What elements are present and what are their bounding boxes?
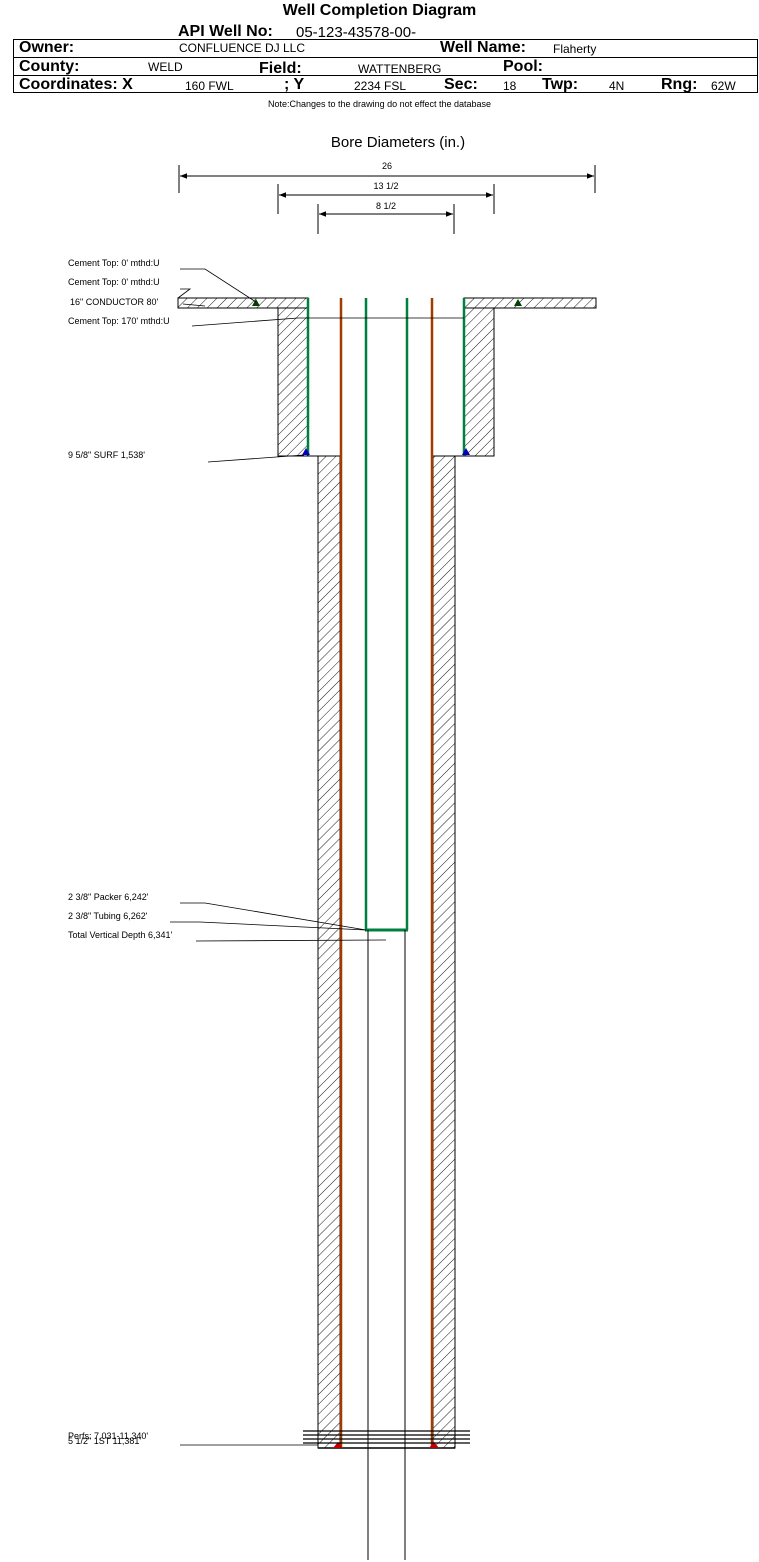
production-cement <box>278 455 494 1449</box>
cement-top-label: Cement Top: 170' mthd:U <box>68 316 170 326</box>
perforations <box>303 1430 470 1444</box>
field-label: Field: <box>259 60 302 77</box>
bore-label-8-1-2: 8 1/2 <box>376 201 396 211</box>
bore-diameters-title: Bore Diameters (in.) <box>330 134 466 151</box>
header-table <box>13 39 758 93</box>
owner-label: Owner: <box>19 39 75 56</box>
api-value: 05-123-43578-00- <box>296 24 417 41</box>
bore-dimension-26: 26 <box>178 161 596 193</box>
production-casing-label: 5 1/2" 1ST 11,381' <box>68 1436 141 1446</box>
rng-label: Rng: <box>661 76 698 93</box>
bore-label-26: 26 <box>382 161 392 171</box>
perforations-label: Perfs: 7,031-11,340' <box>68 1431 148 1441</box>
tubing-label: 2 3/8" Tubing 6,262' <box>68 911 148 921</box>
header-row-divider <box>13 57 758 58</box>
tubing-string <box>364 298 409 932</box>
api-label: API Well No: <box>178 23 273 40</box>
diagram-title: Well Completion Diagram <box>282 2 477 19</box>
sec-label: Sec: <box>444 76 478 93</box>
owner-value: CONFLUENCE DJ LLC <box>179 41 306 55</box>
packer-label: 2 3/8" Packer 6,242' <box>68 892 149 902</box>
annotation-leaders <box>170 268 464 1446</box>
database-note: Note:Changes to the drawing do not effec… <box>268 99 491 109</box>
coord-x-value: 160 FWL <box>185 79 234 93</box>
rng-value: 62W <box>711 79 736 93</box>
bore-dimension-13-1-2: 13 1/2 <box>277 181 495 214</box>
sec-value: 18 <box>503 79 517 93</box>
coord-y-value: 2234 FSL <box>354 79 407 93</box>
surface-cement <box>277 307 495 457</box>
well-name-value: Flaherty <box>553 42 597 56</box>
field-value: WATTENBERG <box>358 62 442 76</box>
pool-label: Pool: <box>503 58 543 75</box>
bore-label-13-1-2: 13 1/2 <box>373 181 398 191</box>
bore-dimension-8-1-2: 8 1/2 <box>317 201 455 234</box>
county-value: WELD <box>148 60 183 74</box>
conductor-cement <box>177 297 597 309</box>
surface-casing-label: 9 5/8" SURF 1,538' <box>68 450 145 460</box>
twp-value: 4N <box>609 79 625 93</box>
cement-markers <box>252 299 522 1448</box>
production-casing <box>339 298 434 1448</box>
well-name-label: Well Name: <box>440 39 526 56</box>
coord-y-label: ; Y <box>284 76 305 93</box>
surface-casing <box>306 298 466 455</box>
header-row-divider <box>13 75 758 76</box>
cement-top-label: Cement Top: 0' mthd:U <box>68 258 160 268</box>
cement-top-label: Cement Top: 0' mthd:U <box>68 277 160 287</box>
coord-x-label: Coordinates: X <box>19 76 133 93</box>
wellbore-lines <box>367 930 406 1560</box>
conductor-label: 16" CONDUCTOR 80' <box>70 297 159 307</box>
total-depth-label: Total Vertical Depth 6,341' <box>68 930 173 940</box>
county-label: County: <box>19 58 80 75</box>
twp-label: Twp: <box>542 76 579 93</box>
